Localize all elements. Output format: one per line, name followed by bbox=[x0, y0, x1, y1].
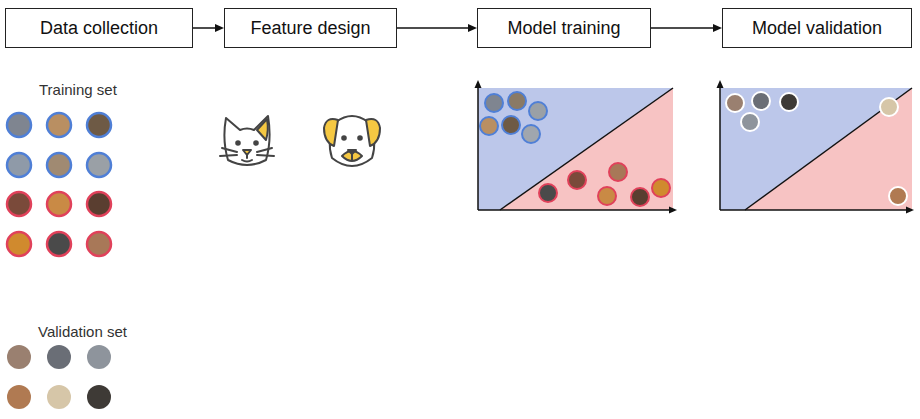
training-photos bbox=[7, 113, 111, 256]
cat-icon bbox=[220, 116, 274, 165]
flow-arrow bbox=[651, 24, 722, 32]
validation-plot bbox=[717, 80, 915, 214]
set-label: Validation set bbox=[38, 323, 127, 340]
dog-icon bbox=[324, 116, 380, 166]
process-box: Model validation bbox=[722, 8, 912, 48]
box-label: Model validation bbox=[752, 18, 882, 39]
box-label: Data collection bbox=[40, 18, 158, 39]
box-label: Feature design bbox=[250, 18, 370, 39]
set-label: Training set bbox=[39, 81, 117, 98]
process-box: Model training bbox=[477, 8, 651, 48]
process-box: Data collection bbox=[5, 8, 193, 48]
training-plot bbox=[475, 80, 678, 214]
process-box: Feature design bbox=[224, 8, 397, 48]
flow-arrow bbox=[397, 24, 477, 32]
box-label: Model training bbox=[507, 18, 620, 39]
validation-photos bbox=[7, 345, 111, 409]
flow-arrow bbox=[193, 24, 224, 32]
